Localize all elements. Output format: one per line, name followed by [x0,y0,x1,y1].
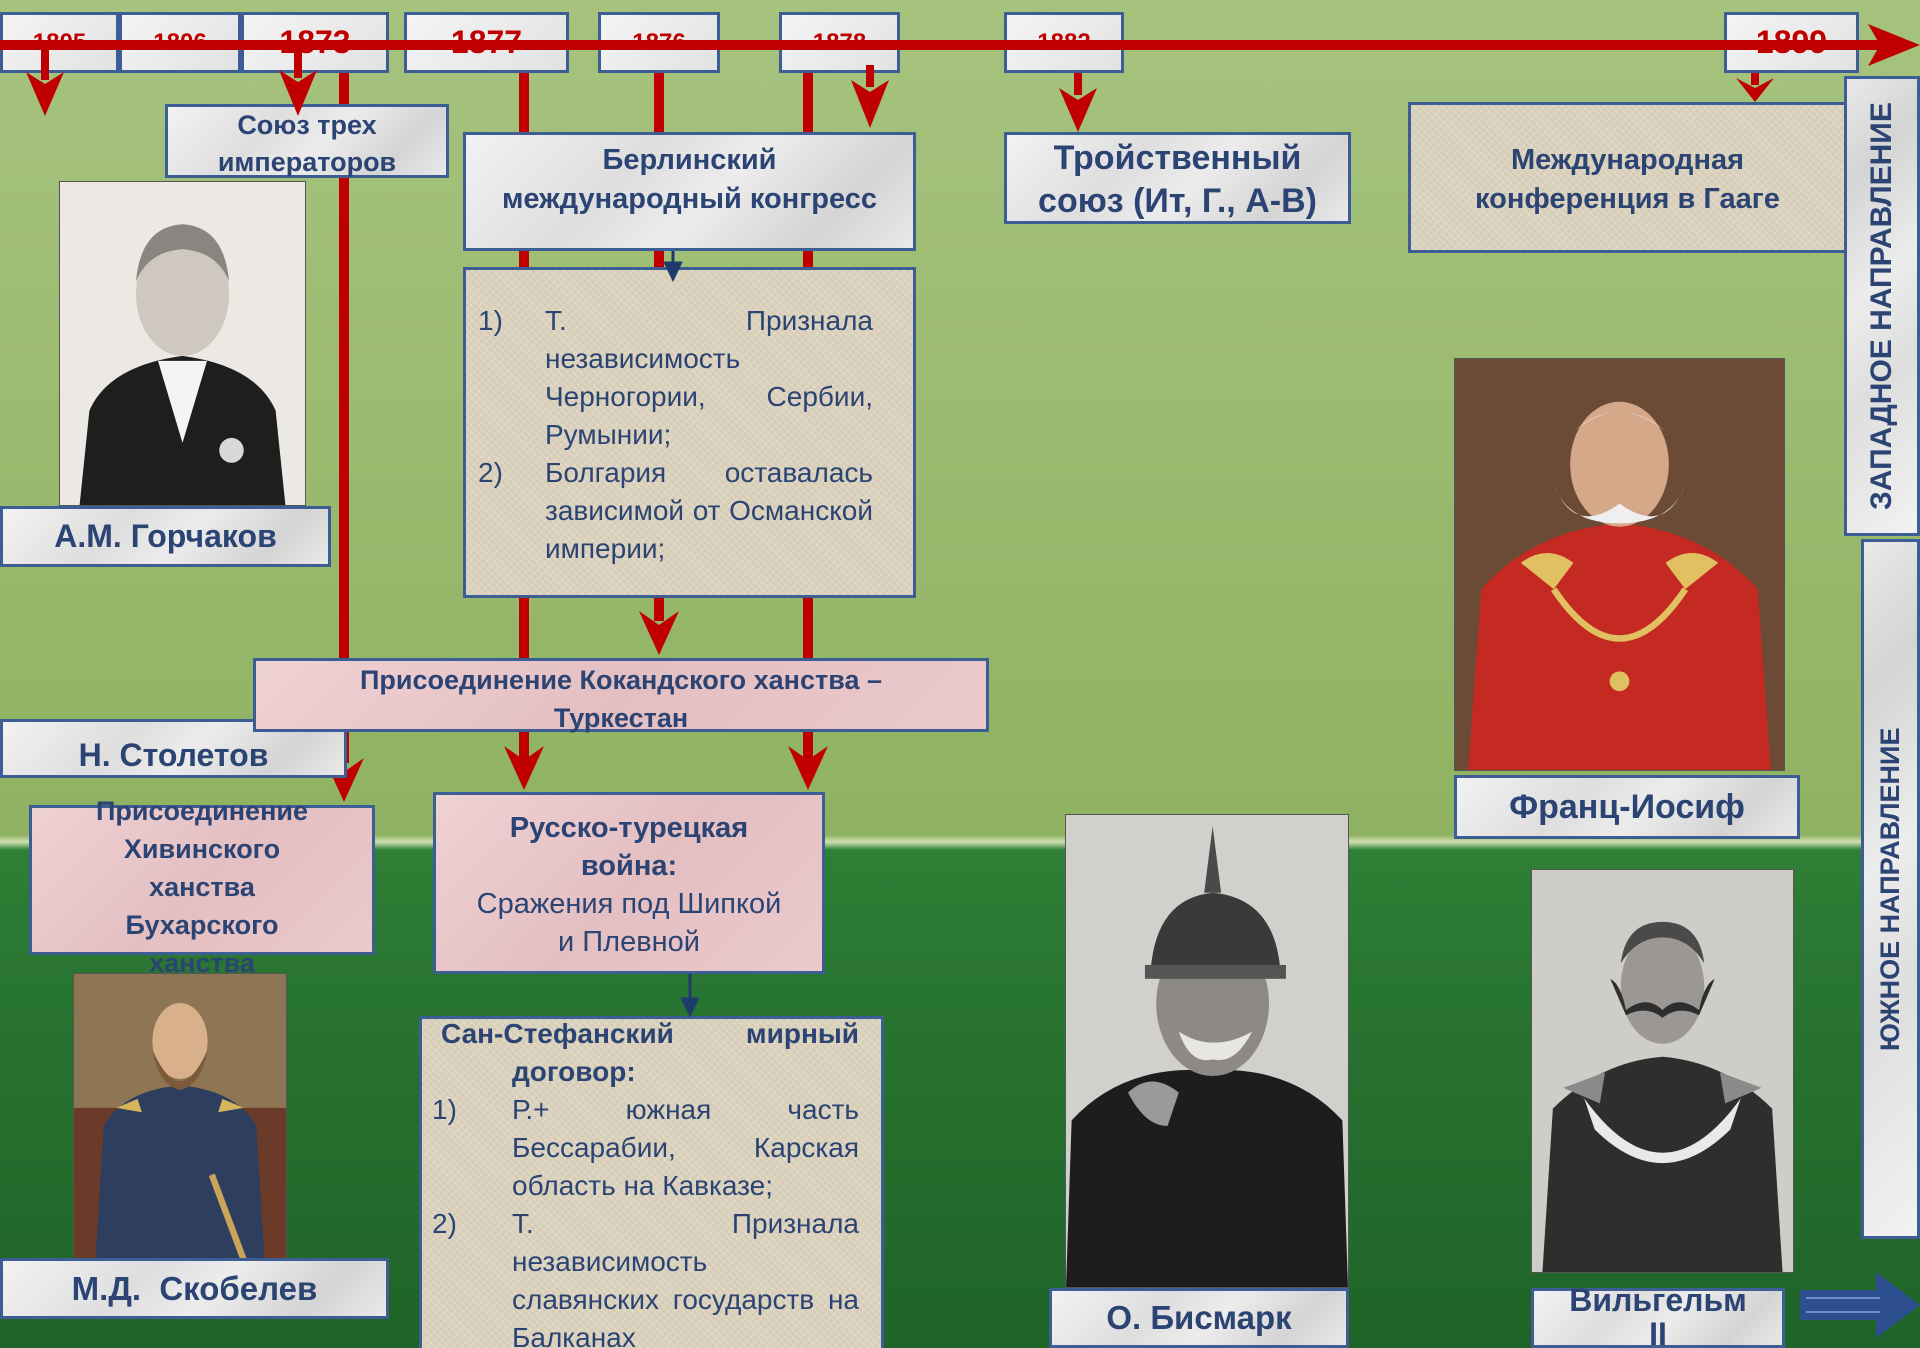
san-stefano-item: 1) Р.+ южная часть Бессарабии, Карская о… [432,1091,859,1205]
triple-alliance-box: Тройственный союз (Ит, Г., А-В) [1004,132,1351,224]
kokand-box: Присоединение Кокандского ханства – Турк… [253,658,989,733]
kokand-line: Присоединение Кокандского ханства – [359,665,882,695]
san-stefano-item: 2) Т. Признала независимость славянских … [432,1205,859,1348]
gorchakov-portrait [59,181,306,506]
berlin-result-item: 2) Болгария оставалась зависимой от Осма… [478,454,873,568]
three-emperors-line: Союз трех [237,110,377,140]
russo-turkish-title-line: Русско-турецкая [509,812,749,844]
khiva-bukhara-box: Присоединение Хивинского ханства Бухарск… [29,796,375,978]
kokand-line: Туркестан [553,703,689,733]
russo-turkish-war-box: Русско-турецкая война: Сражения под Шипк… [433,792,825,974]
item-text: Т. Признала независимость славянских гос… [512,1208,859,1348]
connector-arrowhead-1877 [504,746,544,790]
russo-turkish-text-line: и Плевной [558,926,700,958]
item-number: 2) [432,1208,457,1239]
san-stefano-box: Сан-Стефанский мирный договор: 1) Р.+ юж… [419,1016,884,1348]
skobelev-portrait [73,973,287,1265]
wilhelm-name-label: Вильгельм II [1531,1283,1785,1348]
bismarck-name-label: О. Бисмарк [1049,1288,1349,1348]
wilhelm-name-text: Вильгельм II [1569,1282,1747,1348]
bismarck-portrait [1065,814,1349,1288]
item-number: 2) [478,457,503,488]
item-number: 1) [478,305,503,336]
hague-conference-box: Международная конференция в Гааге [1408,102,1847,253]
khiva-line: Хивинского [123,834,281,864]
three-emperors-line: императоров [217,147,397,177]
connector-arrowhead-1876 [639,611,679,655]
three-emperors-box: Союз трех императоров [165,104,449,178]
khiva-line: Присоединение [95,796,308,826]
hague-line: конференция в Гааге [1475,183,1780,215]
khiva-line: Бухарского [125,910,279,940]
franz-joseph-portrait [1454,358,1785,771]
connector-line-1873 [339,73,349,763]
russo-turkish-text-line: Сражения под Шипкой [476,888,782,920]
berlin-congress-line: международный конгресс [501,183,878,215]
berlin-congress-line: Берлинский [602,144,777,176]
connector-arrowhead-1878 [788,746,828,790]
san-stefano-title: Сан-Стефанский мирный договор: [441,1018,859,1087]
hague-line: Международная [1510,144,1745,176]
item-number: 1) [432,1094,457,1125]
wilhelm-portrait [1531,869,1794,1273]
item-text: Р.+ южная часть Бессарабии, Карская обла… [512,1094,859,1201]
south-direction-label: ЮЖНОЕ НАПРАВЛЕНИЕ [1861,539,1920,1239]
item-text: Т. Признала независимость Черногории, Се… [545,305,873,450]
skobelev-name-label: М.Д. Скобелев [0,1258,389,1319]
berlin-result-item: 1) Т. Признала независимость Черногории,… [478,302,873,454]
timeline-axis [0,40,1880,50]
gorchakov-name-label: А.М. Горчаков [0,506,331,567]
triple-alliance-line: Тройственный [1053,139,1302,177]
berlin-results-box: 1) Т. Признала независимость Черногории,… [463,267,916,598]
berlin-congress-box: Берлинский международный конгресс [463,132,916,251]
khiva-line: ханства [149,872,255,902]
timeline-arrowhead [1868,24,1920,66]
russo-turkish-title-line: война: [580,850,678,882]
franz-joseph-name-label: Франц-Иосиф [1454,775,1800,839]
west-direction-label: ЗАПАДНОЕ НАПРАВЛЕНИЕ [1844,76,1920,536]
stoletov-name-label: Н. Столетов [0,719,347,778]
triple-alliance-line: союз (Ит, Г., А-В) [1038,182,1317,220]
item-text: Болгария оставалась зависимой от Османск… [545,457,873,564]
